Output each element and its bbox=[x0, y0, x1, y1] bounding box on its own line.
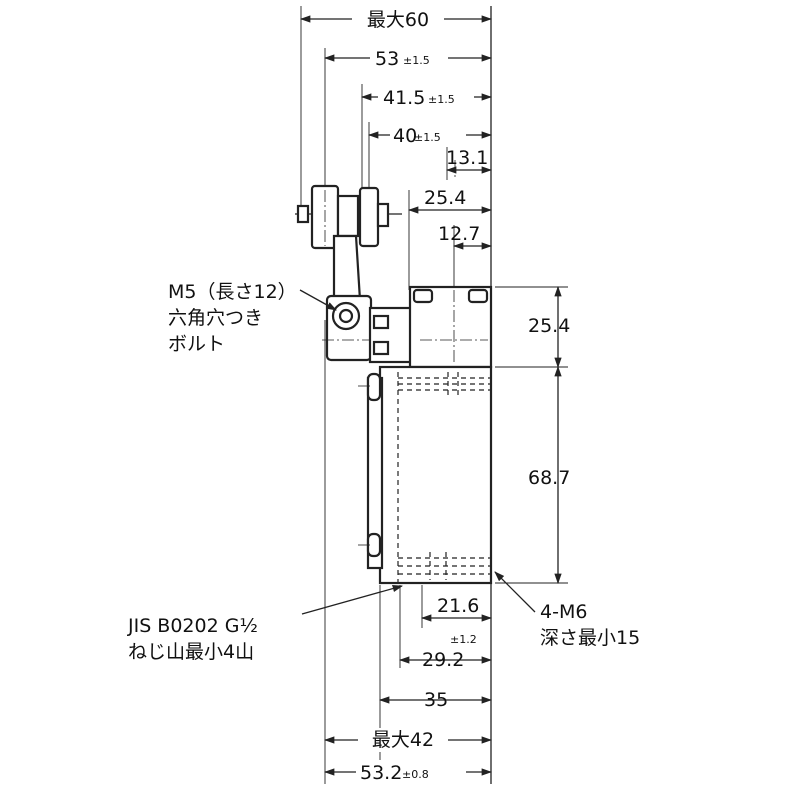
dim-25-4-side: 25.4 bbox=[528, 315, 570, 337]
bolt-callout-line2: 六角穴つき bbox=[168, 307, 263, 329]
switch-head bbox=[408, 285, 493, 369]
tap-callout-line1: 4-M6 bbox=[540, 601, 587, 623]
dim-41-5: 41.5 bbox=[383, 87, 425, 109]
dim-13-1: 13.1 bbox=[446, 147, 488, 169]
switch-body bbox=[358, 160, 493, 585]
dim-41-5-tolerance: ±1.5 bbox=[428, 93, 455, 106]
dim-40: 40 bbox=[393, 125, 417, 147]
dim-53: 53 bbox=[375, 48, 399, 70]
dim-53-2-tolerance: ±0.8 bbox=[402, 768, 429, 781]
bolt-callout-line1: M5（長さ12） bbox=[168, 281, 297, 303]
dim-25-4-top: 25.4 bbox=[424, 187, 466, 209]
conduit-callout-line2: ねじ山最小4山 bbox=[128, 641, 254, 663]
dim-40-tolerance: ±1.5 bbox=[414, 131, 441, 144]
tap-callout-line2: 深さ最小15 bbox=[540, 627, 640, 649]
dim-12-7: 12.7 bbox=[438, 223, 480, 245]
dim-35: 35 bbox=[424, 689, 448, 711]
leader-lines bbox=[299, 289, 536, 615]
dim-68-7: 68.7 bbox=[528, 467, 570, 489]
dim-max-60: 最大60 bbox=[367, 9, 429, 31]
dim-max-42: 最大42 bbox=[372, 729, 434, 751]
roller-lever-actuator bbox=[295, 184, 414, 364]
dim-53-tolerance: ±1.5 bbox=[403, 54, 430, 67]
dim-29-2: 29.2 bbox=[422, 649, 464, 671]
dim-21-6: 21.6 bbox=[437, 595, 479, 617]
dimension-labels: 最大60 53 ±1.5 41.5 ±1.5 40 ±1.5 13.1 25.4… bbox=[352, 7, 570, 784]
bolt-callout-line3: ボルト bbox=[168, 333, 225, 355]
dim-29-2-tolerance: ±1.2 bbox=[450, 633, 477, 646]
callout-labels: M5（長さ12） 六角穴つき ボルト JIS B0202 G½ ねじ山最小4山 … bbox=[127, 281, 640, 663]
conduit-callout-line1: JIS B0202 G½ bbox=[127, 615, 258, 637]
dim-53-2: 53.2 bbox=[360, 762, 402, 784]
